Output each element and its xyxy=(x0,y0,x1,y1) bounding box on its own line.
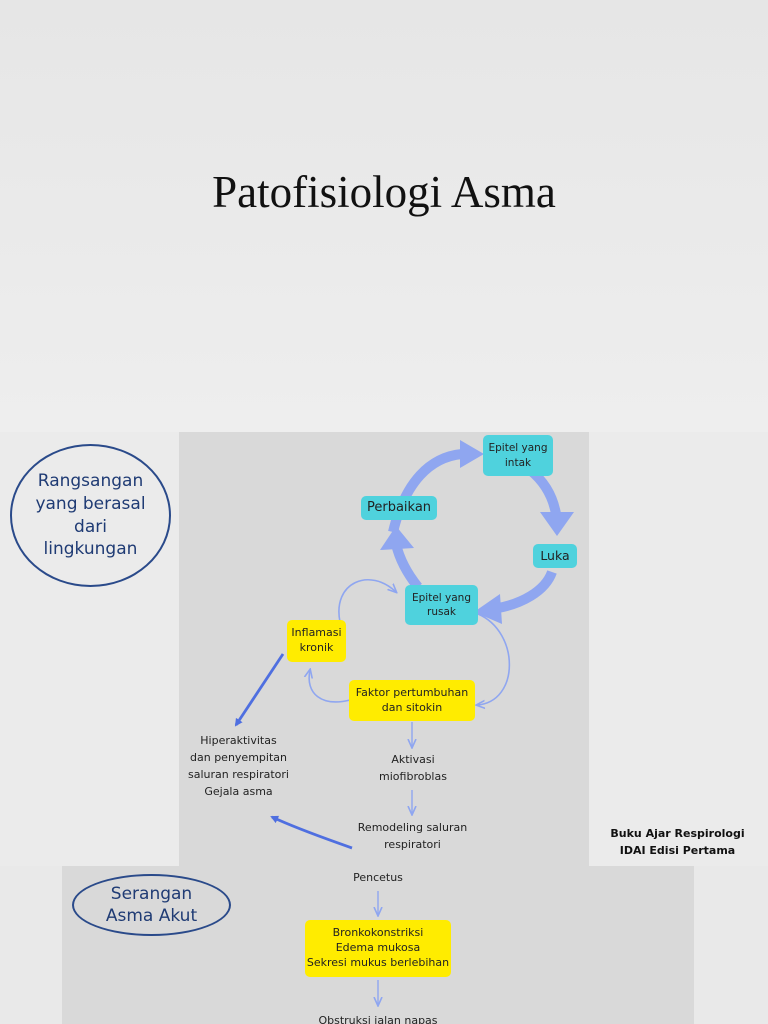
cycle-arrowhead-rusak xyxy=(474,594,502,624)
acute-attack-oval: Serangan Asma Akut xyxy=(72,874,231,936)
arrow-faktor-to-inflamasi xyxy=(309,670,351,703)
arrow-inflamasi-to-hiperaktivitas xyxy=(234,653,285,727)
arrow-rusak-to-faktor xyxy=(477,613,511,705)
cycle-arrowhead-perbaikan xyxy=(380,526,414,550)
node-epitel-intak: Epitel yang intak xyxy=(483,435,553,476)
node-inflamasi-kronik: Inflamasi kronik xyxy=(287,620,346,662)
text-obstruksi: Obstruksi jalan napas xyxy=(318,1014,438,1024)
source-citation: Buku Ajar Respirologi IDAI Edisi Pertama xyxy=(610,827,745,858)
text-hiperaktivitas: Hiperaktivitas dan penyempitan saluran r… xyxy=(188,734,289,799)
cycle-arrow-rusak-to-perbaikan xyxy=(391,542,422,591)
node-faktor-pertumbuhan: Faktor pertumbuhan dan sitokin xyxy=(349,680,475,721)
cycle-arrow-intak-to-luka xyxy=(526,466,561,516)
cycle-arrow-luka-to-rusak xyxy=(496,569,557,613)
text-remodeling: Remodeling saluran respiratori xyxy=(357,821,468,852)
arrow-remodeling-to-hiperaktivitas xyxy=(270,815,353,850)
cycle-arrowhead-luka xyxy=(540,512,574,536)
node-epitel-rusak: Epitel yang rusak xyxy=(405,585,478,625)
node-luka: Luka xyxy=(533,544,577,568)
pathophysiology-slide: Rangsangan yang berasal dari lingkungan xyxy=(0,432,768,866)
stimulus-oval: Rangsangan yang berasal dari lingkungan xyxy=(10,444,171,587)
acute-attack-slide: Serangan Asma Akut Pencetus Bronkokonstr… xyxy=(0,866,768,1024)
arrow-inflamasi-to-rusak xyxy=(338,579,396,623)
text-pencetus: Pencetus xyxy=(353,871,403,884)
text-aktivasi-miofibroblas: Aktivasi miofibroblas xyxy=(379,753,447,784)
node-perbaikan: Perbaikan xyxy=(361,496,437,520)
cycle-arrowhead-intak xyxy=(460,440,484,468)
cycle-arrow-perbaikan-to-intak xyxy=(388,449,463,534)
diagram-arrows-2 xyxy=(0,891,768,1024)
node-bronkokonstriksi: Bronkokonstriksi Edema mukosa Sekresi mu… xyxy=(305,920,451,977)
slide-title: Patofisiologi Asma xyxy=(212,167,556,217)
title-slide: Patofisiologi Asma xyxy=(0,0,768,432)
